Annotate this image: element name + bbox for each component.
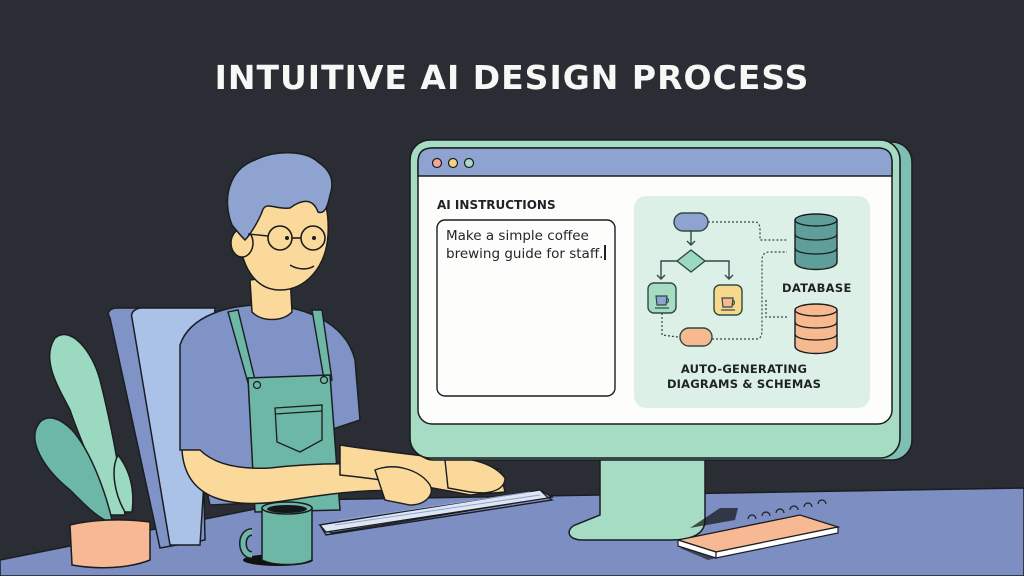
window-maximize-button (463, 157, 475, 169)
page-title: INTUITIVE AI DESIGN PROCESS (214, 58, 810, 97)
database-label: DATABASE (782, 281, 852, 295)
monitor (409, 139, 913, 461)
database-icon-teal (794, 213, 838, 271)
diagram-caption-line1: AUTO-GENERATING (680, 362, 808, 376)
plant-icon (34, 333, 151, 569)
coffee-cup-icon (721, 297, 734, 308)
ai-instructions-label: AI INSTRUCTIONS (437, 198, 556, 212)
text-caret (604, 245, 606, 260)
prompt-input-text[interactable]: Make a simple coffee brewing guide for s… (446, 228, 611, 263)
notepad-icon (675, 499, 841, 560)
keyboard (318, 489, 555, 536)
person-head (226, 152, 333, 291)
person-hand-right (444, 458, 506, 494)
flowchart-diagram (647, 212, 787, 347)
diagram-caption-line2: DIAGRAMS & SCHEMAS (666, 377, 822, 391)
window-titlebar (417, 147, 893, 177)
person-hand-left (374, 466, 432, 506)
database-icon-orange (794, 303, 838, 355)
coffee-cup-icon (655, 295, 668, 306)
window-minimize-button (447, 157, 459, 169)
diagram-caption: AUTO-GENERATING DIAGRAMS & SCHEMAS (664, 362, 824, 392)
monitor-stand (568, 454, 738, 541)
prompt-input (436, 219, 616, 397)
prompt-text: Make a simple coffee brewing guide for s… (446, 228, 604, 262)
coffee-mug-icon (239, 501, 313, 566)
window-close-button (431, 157, 443, 169)
